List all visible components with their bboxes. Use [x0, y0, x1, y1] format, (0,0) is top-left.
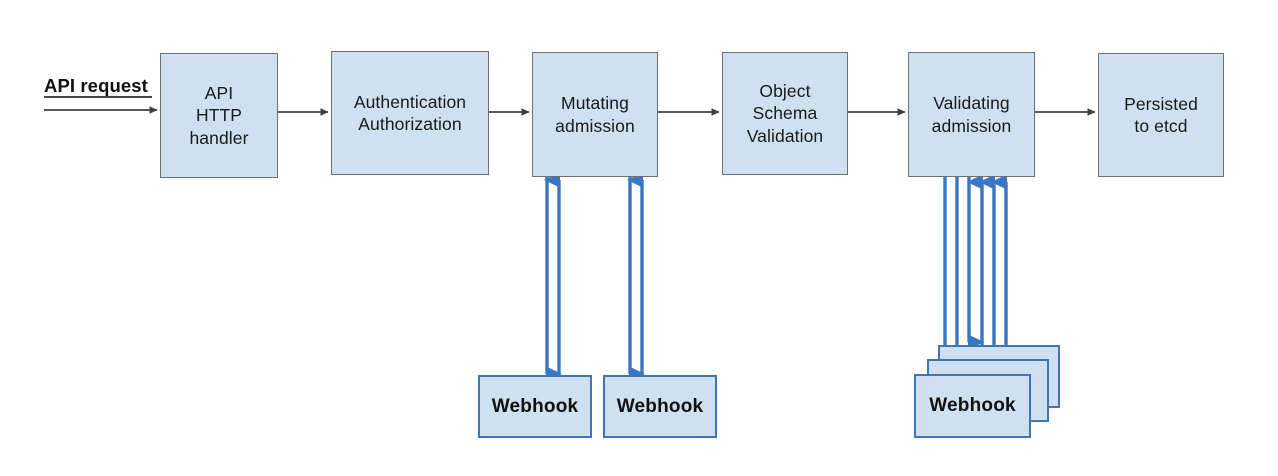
process-box-mutating-admission[interactable]: Mutating admission	[532, 52, 658, 177]
process-box-api-http-handler[interactable]: API HTTP handler	[160, 53, 278, 178]
entry-label: API request	[44, 75, 148, 96]
process-box-persisted-to-etcd[interactable]: Persisted to etcd	[1098, 53, 1224, 177]
process-box-object-schema-validation[interactable]: Object Schema Validation	[722, 52, 848, 175]
webhook-box-validating-front[interactable]: Webhook	[914, 374, 1031, 438]
webhook-box-mutating-1[interactable]: Webhook	[478, 375, 592, 438]
pipeline-arrows	[44, 106, 1096, 116]
validating-webhook-arrows	[943, 174, 1008, 380]
mutating-webhook-arrows	[544, 172, 645, 382]
webhook-box-mutating-2[interactable]: Webhook	[603, 375, 717, 438]
process-box-validating-admission[interactable]: Validating admission	[908, 52, 1035, 177]
process-box-authentication-authorization[interactable]: Authentication Authorization	[331, 51, 489, 175]
